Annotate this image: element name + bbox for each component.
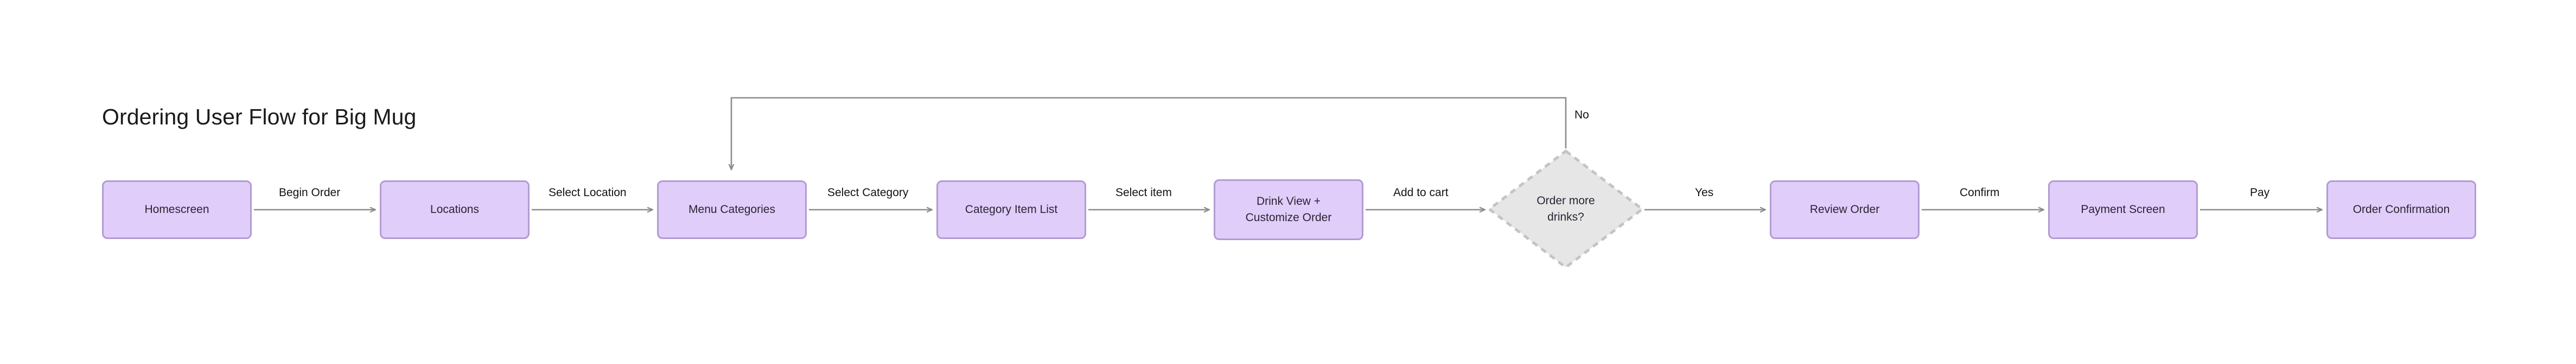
edge-label-add-to-cart: Add to cart: [1393, 186, 1449, 199]
node-menu-categories[interactable]: Menu Categories: [657, 180, 807, 239]
node-locations[interactable]: Locations: [380, 180, 530, 239]
node-label: Drink View + Customize Order: [1245, 195, 1332, 224]
node-label: Order more drinks?: [1536, 194, 1595, 223]
node-label: Homescreen: [144, 203, 209, 216]
node-label: Category Item List: [965, 203, 1058, 216]
node-payment-screen[interactable]: Payment Screen: [2048, 180, 2198, 239]
node-order-more-drinks[interactable]: Order more drinks?: [1489, 151, 1642, 267]
connector-no-loopback: [731, 97, 1567, 171]
edge-label-select-category: Select Category: [827, 186, 909, 199]
decision-diamond-order-more-drinks[interactable]: [1488, 149, 1644, 269]
node-label: Locations: [430, 203, 479, 216]
node-label: Order Confirmation: [2352, 203, 2450, 216]
edge-label-select-item: Select item: [1115, 186, 1172, 199]
node-category-item-list[interactable]: Category Item List: [936, 180, 1086, 239]
node-label: Review Order: [1809, 203, 1880, 216]
node-label: Menu Categories: [688, 203, 775, 216]
edge-label-yes: Yes: [1695, 186, 1714, 199]
edge-label-confirm: Confirm: [1960, 186, 2000, 199]
node-drink-view-customize-order[interactable]: Drink View + Customize Order: [1214, 179, 1363, 240]
node-order-confirmation[interactable]: Order Confirmation: [2326, 180, 2476, 239]
node-homescreen[interactable]: Homescreen: [102, 180, 252, 239]
edge-label-no: No: [1574, 109, 1589, 121]
node-review-order[interactable]: Review Order: [1770, 180, 1920, 239]
edge-label-begin-order: Begin Order: [279, 186, 341, 199]
edge-label-select-location: Select Location: [549, 186, 627, 199]
node-label: Payment Screen: [2081, 203, 2165, 216]
page-title: Ordering User Flow for Big Mug: [102, 104, 417, 129]
edge-label-pay: Pay: [2250, 186, 2270, 199]
